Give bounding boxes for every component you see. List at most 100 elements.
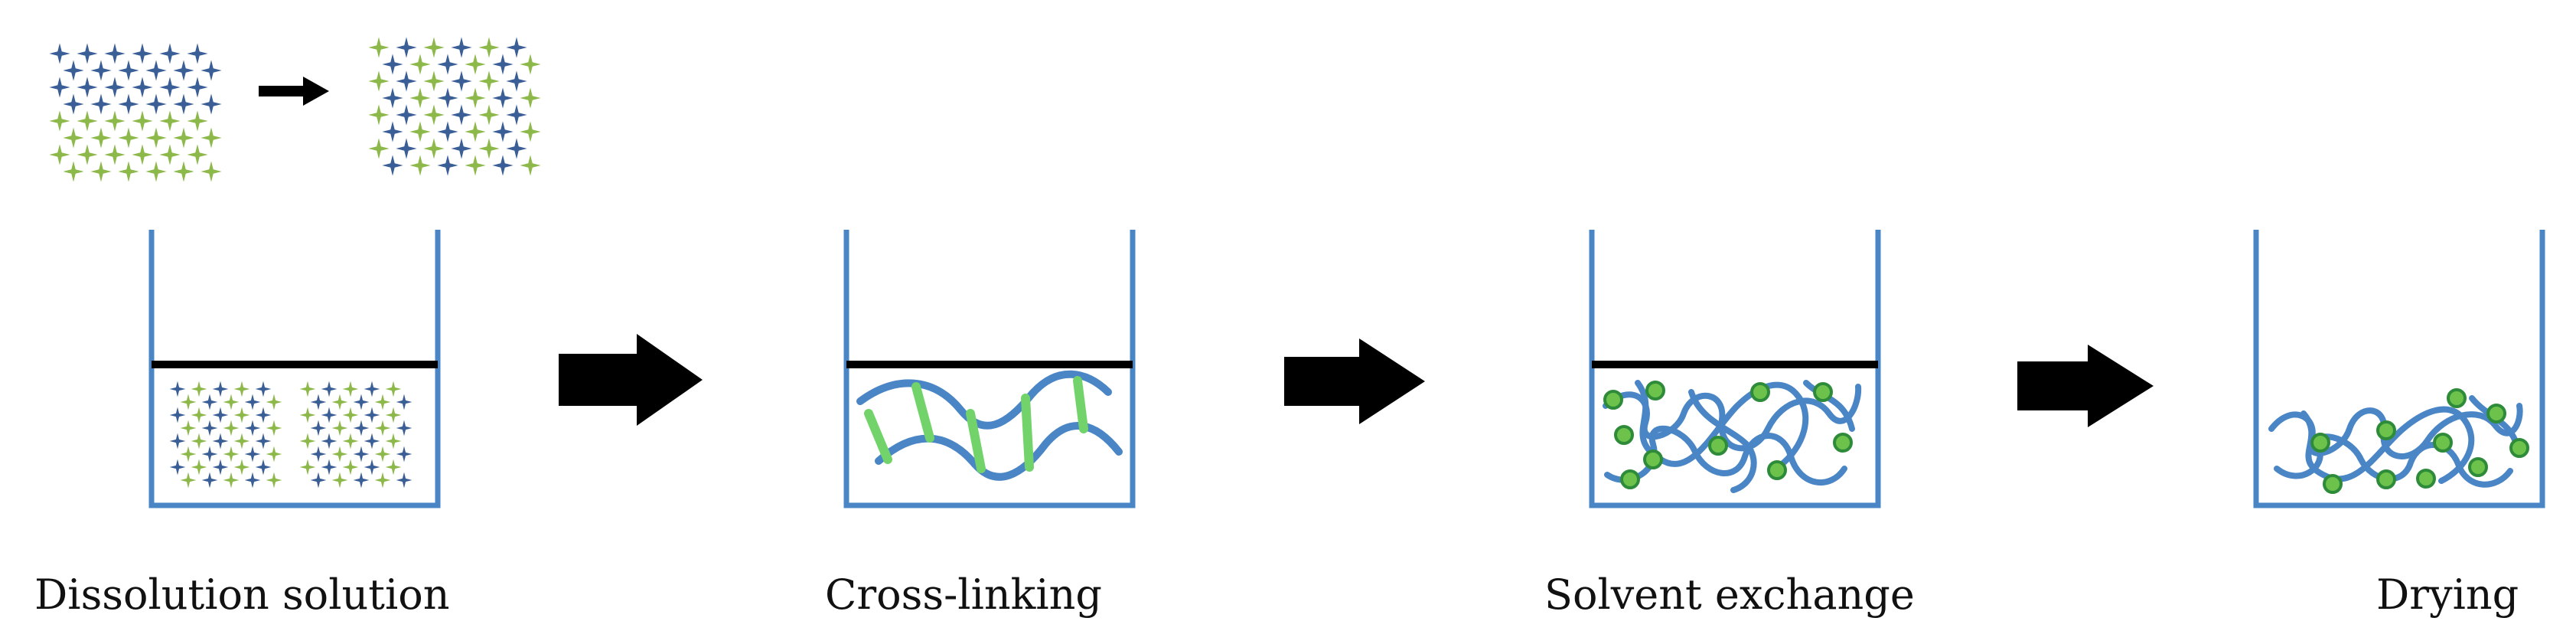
sparkle-star-icon xyxy=(118,93,139,115)
sparkle-star-icon xyxy=(255,433,272,449)
sparkle-star-icon xyxy=(492,87,514,109)
sparkle-star-icon xyxy=(90,93,112,115)
sparkle-star-icon xyxy=(187,77,208,98)
sparkle-star-icon xyxy=(145,93,167,115)
sparkle-star-icon xyxy=(49,144,70,165)
sparkle-star-icon xyxy=(437,121,458,142)
sparkle-star-icon xyxy=(159,43,181,64)
sparkle-star-icon xyxy=(244,420,261,436)
sparkle-star-icon xyxy=(223,446,240,463)
sparkle-star-icon xyxy=(321,407,337,423)
sparkle-star-icon xyxy=(201,93,222,115)
sparkle-star-icon xyxy=(104,43,126,64)
sparkle-star-icon xyxy=(385,433,402,449)
sparkle-star-icon xyxy=(451,138,472,159)
step-label-solvent-exchange: Solvent exchange xyxy=(1544,570,1915,619)
sparkle-star-icon xyxy=(310,420,327,436)
sparkle-star-icon xyxy=(396,104,417,126)
sparkle-star-icon xyxy=(187,43,208,64)
sparkle-star-icon xyxy=(118,127,139,149)
sparkle-star-icon xyxy=(132,110,153,132)
sparkle-star-icon xyxy=(132,43,153,64)
sparkle-star-icon xyxy=(310,394,327,410)
sparkle-star-icon xyxy=(396,472,412,489)
sparkle-star-icon xyxy=(374,420,391,436)
sparkle-star-icon xyxy=(385,459,402,476)
sparkle-star-icon xyxy=(492,54,514,75)
sparkle-star-icon xyxy=(331,446,348,463)
sparkle-star-icon xyxy=(374,472,391,489)
sparkle-star-icon xyxy=(233,407,250,423)
step-label-dissolution: Dissolution solution xyxy=(34,570,450,619)
sparkle-star-icon xyxy=(233,381,250,397)
sparkle-star-icon xyxy=(423,138,445,159)
sparkle-star-icon xyxy=(169,459,186,476)
sparkle-star-icon xyxy=(212,459,229,476)
sparkle-star-icon xyxy=(396,446,412,463)
sparkle-star-icon xyxy=(77,144,98,165)
beaker-icon xyxy=(2253,230,2545,508)
sparkle-star-icon xyxy=(233,433,250,449)
sparkle-star-icon xyxy=(331,472,348,489)
sparkle-star-icon xyxy=(437,155,458,176)
sparkle-star-icon xyxy=(396,138,417,159)
sparkle-star-icon xyxy=(145,127,167,149)
sparkle-star-icon xyxy=(180,446,197,463)
sparkle-star-icon xyxy=(266,446,282,463)
sparkle-star-icon xyxy=(520,121,541,142)
sparkle-star-icon xyxy=(201,161,222,182)
sparkle-star-icon xyxy=(173,127,194,149)
step-label-crosslinking: Cross-linking xyxy=(825,570,1102,619)
sparkle-star-icon xyxy=(342,433,359,449)
sparkle-star-icon xyxy=(159,110,181,132)
sparkle-star-icon xyxy=(478,37,500,58)
sparkle-star-icon xyxy=(310,446,327,463)
sparkle-star-icon xyxy=(368,104,390,126)
sparkle-star-icon xyxy=(244,446,261,463)
sparkle-star-icon xyxy=(382,155,403,176)
sparkle-star-icon xyxy=(63,127,84,149)
beaker-solvent-exchange xyxy=(1589,230,1881,508)
sparkle-star-icon xyxy=(478,104,500,126)
sparkle-star-icon xyxy=(396,70,417,92)
sparkle-star-icon xyxy=(145,161,167,182)
solvent-node-icon xyxy=(1603,381,1853,489)
sparkle-star-icon xyxy=(244,472,261,489)
sparkle-star-icon xyxy=(49,43,70,64)
sparkle-star-icon xyxy=(506,104,527,126)
beaker-crosslinking xyxy=(843,230,1136,508)
mixing-inset xyxy=(49,37,541,182)
sparkle-star-icon xyxy=(423,37,445,58)
sparkle-star-icon xyxy=(223,472,240,489)
sparkle-star-icon xyxy=(451,37,472,58)
sparkle-star-icon xyxy=(180,472,197,489)
sparkle-star-icon xyxy=(255,459,272,476)
sparkle-star-icon xyxy=(342,381,359,397)
sparkle-star-icon xyxy=(423,104,445,126)
sparkle-star-icon xyxy=(118,60,139,81)
sparkle-star-icon xyxy=(159,144,181,165)
sparkle-star-icon xyxy=(451,70,472,92)
sparkle-star-icon xyxy=(212,433,229,449)
sparkle-star-icon xyxy=(233,459,250,476)
sparkle-star-icon xyxy=(368,70,390,92)
sparkle-star-icon xyxy=(266,394,282,410)
sparkle-star-icon xyxy=(244,394,261,410)
sparkle-star-icon xyxy=(201,60,222,81)
sparkle-star-icon xyxy=(173,93,194,115)
sparkle-star-icon xyxy=(382,54,403,75)
solvent-node-icon xyxy=(2310,388,2529,494)
mixed-powder-cluster xyxy=(368,37,541,176)
right-arrow-icon xyxy=(559,334,703,426)
sparkle-star-icon xyxy=(368,138,390,159)
sparkle-star-icon xyxy=(187,144,208,165)
separated-powder-cluster xyxy=(49,43,222,182)
sparkle-star-icon xyxy=(266,420,282,436)
sparkle-star-icon xyxy=(104,77,126,98)
sparkle-star-icon xyxy=(368,37,390,58)
sparkle-star-icon xyxy=(310,472,327,489)
sparkle-star-icon xyxy=(63,161,84,182)
sparkle-star-icon xyxy=(169,433,186,449)
sparkle-star-icon xyxy=(49,110,70,132)
sparkle-star-icon xyxy=(159,77,181,98)
